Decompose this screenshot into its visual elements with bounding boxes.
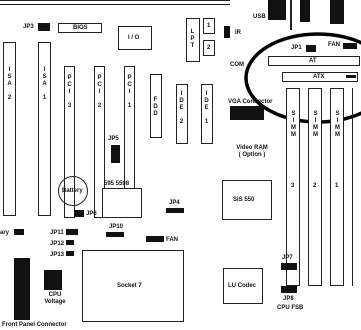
atx-label: ATX — [313, 74, 325, 80]
port-1-box: 1 — [203, 18, 215, 34]
simm-2-number: 2 — [313, 183, 317, 189]
top-right-connector-b — [330, 0, 344, 24]
atx-pin-marker — [346, 75, 356, 78]
chip-595-label: 595 5598 — [104, 181, 130, 187]
isa-slot-1-label: I S A 1 — [42, 67, 47, 101]
sis-chipset: SiS 550 — [222, 180, 272, 220]
jp1-label: JP1 — [291, 45, 302, 51]
pci-slot-1-label: P C I 1 — [127, 75, 132, 109]
simm-2-label: S I M M — [313, 111, 318, 138]
jp6-label: JP6 — [86, 211, 97, 217]
cpu-fsb-label: CPU FSB — [277, 305, 304, 311]
jp10-jumper — [106, 232, 124, 237]
front-panel-block — [14, 258, 30, 320]
sis-label: SiS 550 — [233, 197, 255, 203]
jp7-jumper — [281, 263, 297, 270]
jp10-label: JP10 — [109, 224, 124, 230]
cpu-voltage-label: CPU Voltage — [44, 292, 66, 305]
bios-chip: BIOS — [58, 23, 102, 33]
jp7-label: JP7 — [282, 255, 293, 261]
jp11-label: JP11 — [50, 230, 64, 236]
ide-1-label: I D E 1 — [204, 91, 209, 125]
jp13-jumper — [66, 251, 74, 256]
jp5-jumper — [111, 145, 120, 163]
ide-2-label: I D E 2 — [179, 91, 184, 125]
jp5-label: JP5 — [108, 136, 119, 142]
jp12-jumper — [66, 240, 74, 245]
lu-codec-chip: LU Codec — [223, 268, 263, 304]
ide-1-connector: I D E 1 — [201, 84, 213, 144]
port-2-label: 2 — [207, 45, 211, 51]
isa-slot-2-label: I S A 2 — [7, 67, 12, 101]
port-2-box: 2 — [203, 40, 215, 56]
usb-label: USB — [253, 14, 266, 20]
port-1-label: 1 — [207, 23, 211, 29]
simm-1-number: 1 — [335, 183, 339, 189]
socket-label: Socket 7 — [117, 283, 142, 289]
jp11-jumper — [66, 229, 78, 235]
video-ram-label: Video RAM ( Option ) — [236, 145, 268, 158]
isa-slot-2: I S A 2 — [3, 42, 16, 216]
com-label: COM — [230, 62, 244, 68]
jp6-jumper — [74, 210, 84, 217]
left-edge-label: ary — [0, 230, 10, 236]
jp8-label: JP8 — [283, 296, 294, 302]
atx-power-connector: ATX — [282, 72, 358, 82]
pci-slot-3-label: P C I 3 — [67, 75, 72, 109]
jp4-jumper — [166, 208, 184, 213]
jp1-jumper — [306, 45, 316, 52]
fdd-connector: F D D — [150, 74, 162, 138]
pci-slot-2-label: P C I 2 — [97, 75, 102, 109]
top-right-connector-a — [300, 0, 310, 22]
pci-slot-2: P C I 2 — [94, 66, 105, 218]
isa-slot-1: I S A 1 — [38, 42, 51, 216]
jp3-jumper — [38, 23, 50, 31]
simm-1-label: S I M M — [335, 111, 340, 138]
simm-slot-3: S I M M 3 — [286, 88, 300, 286]
left-edge-jumper — [14, 229, 24, 235]
vga-connector — [230, 106, 264, 120]
bios-label: BIOS — [73, 25, 88, 31]
ir-label: IR — [235, 30, 241, 36]
top-edge-stripes — [0, 0, 230, 5]
fan-top-label: FAN — [328, 42, 340, 48]
usb-connector — [268, 0, 286, 20]
lpt-label: L P T — [190, 29, 195, 49]
jp3-label: JP3 — [23, 24, 34, 30]
vga-connector-label: VGA Connector — [228, 99, 273, 105]
battery — [58, 176, 88, 206]
front-panel-label: Front Panel Connector — [2, 322, 67, 328]
fan-top-header — [343, 43, 357, 49]
pci-slot-3: P C I 3 — [64, 66, 75, 218]
battery-label: Battery — [62, 188, 83, 194]
io-chip: I / O — [118, 26, 152, 50]
simm-bank-extra — [352, 88, 361, 286]
ide-2-connector: I D E 2 — [176, 84, 188, 144]
simm-3-label: S I M M — [291, 111, 296, 138]
lpt-port: L P T — [186, 18, 200, 62]
jp8-jumper — [281, 286, 297, 293]
ir-header — [224, 26, 230, 38]
simm-slot-1: S I M M 1 — [330, 88, 344, 286]
chip-595 — [102, 188, 142, 218]
lu-codec-label: LU Codec — [228, 283, 257, 289]
fan-header — [146, 236, 164, 242]
io-label: I / O — [128, 35, 140, 41]
at-power-connector: AT — [268, 56, 360, 66]
fan-label: FAN — [166, 237, 178, 243]
at-label: AT — [309, 58, 317, 64]
fdd-label: F D D — [153, 97, 158, 117]
jp13-label: JP13 — [50, 252, 65, 258]
simm-3-number: 3 — [291, 183, 295, 189]
cpu-socket-7: Socket 7 — [82, 250, 184, 322]
cpu-voltage-jumper — [44, 270, 62, 290]
jp4-label: JP4 — [169, 200, 180, 206]
simm-slot-2: S I M M 2 — [308, 88, 322, 286]
usb-divider — [290, 0, 292, 30]
jp12-label: JP12 — [50, 241, 65, 247]
video-ram-socket: Video RAM ( Option ) — [232, 140, 272, 168]
